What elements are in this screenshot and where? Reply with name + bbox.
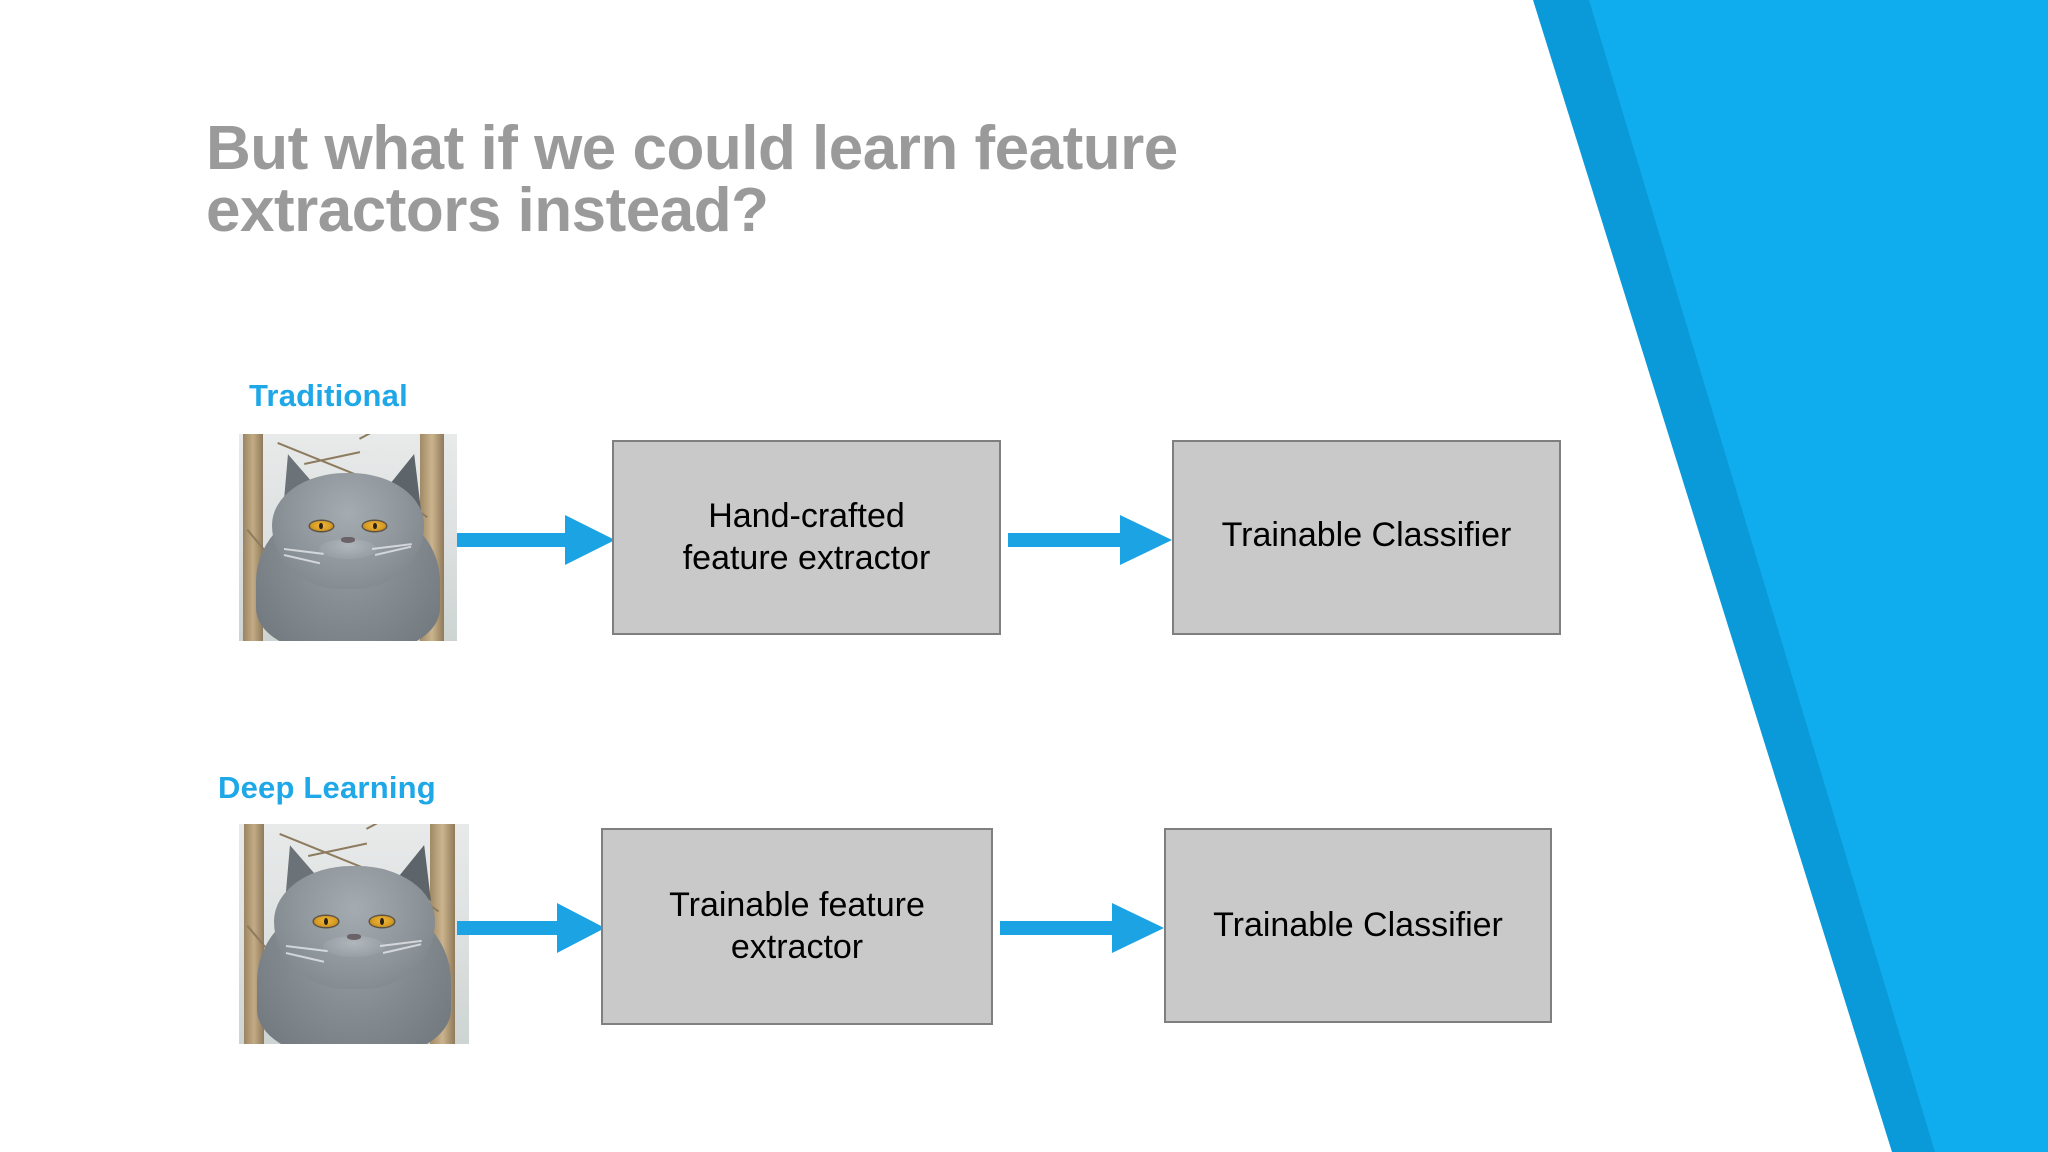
cat-whisker [286,944,329,952]
cat-whisker [286,952,325,963]
cat-muzzle [323,936,385,957]
cat-eye-left [313,916,338,927]
stage-box-label: Hand-crafted feature extractor [682,497,931,577]
cat-eye-right [370,916,395,927]
stage-box-label: Trainable Classifier [1213,905,1503,944]
cat-eye-left [309,520,333,531]
input-image-traditional [239,434,457,641]
cat-pupil [372,522,377,529]
cat-head [273,865,435,989]
cat-nose [341,537,355,543]
stage-box-trainable-classifier-deep-learning[interactable]: Trainable Classifier [1164,828,1552,1023]
stage-box-hand-crafted-feature-extractor[interactable]: Hand-crafted feature extractor [612,440,1001,635]
cat-pupil [319,522,324,529]
cat-pupil [323,918,328,925]
arrow-extractor-to-classifier-traditional [1008,510,1174,570]
cat-whisker [283,554,320,565]
pipeline-label-deep-learning: Deep Learning [218,770,436,805]
pipeline-label-traditional: Traditional [249,378,408,413]
arrow-image-to-extractor-deep-learning [457,898,607,958]
blue-shape-back [1533,0,2048,1152]
cat-head [271,473,425,590]
stage-box-trainable-classifier-traditional[interactable]: Trainable Classifier [1172,440,1561,635]
arrow-extractor-to-classifier-deep-learning [1000,898,1166,958]
stage-box-trainable-feature-extractor[interactable]: Trainable feature extractor [601,828,993,1025]
input-image-deep-learning [239,824,469,1044]
stage-box-label: Trainable feature extractor [669,886,925,966]
slide-title: But what if we could learn feature extra… [206,114,1178,245]
arrow-image-to-extractor-traditional [457,510,617,570]
cat-muzzle [318,539,377,560]
cat-whisker [283,547,324,554]
blue-shape-front [1589,0,2048,1152]
cat-pupil [380,918,385,925]
cat-nose [346,933,362,940]
cat-eye-right [363,520,387,531]
stage-box-label: Trainable Classifier [1221,515,1512,554]
